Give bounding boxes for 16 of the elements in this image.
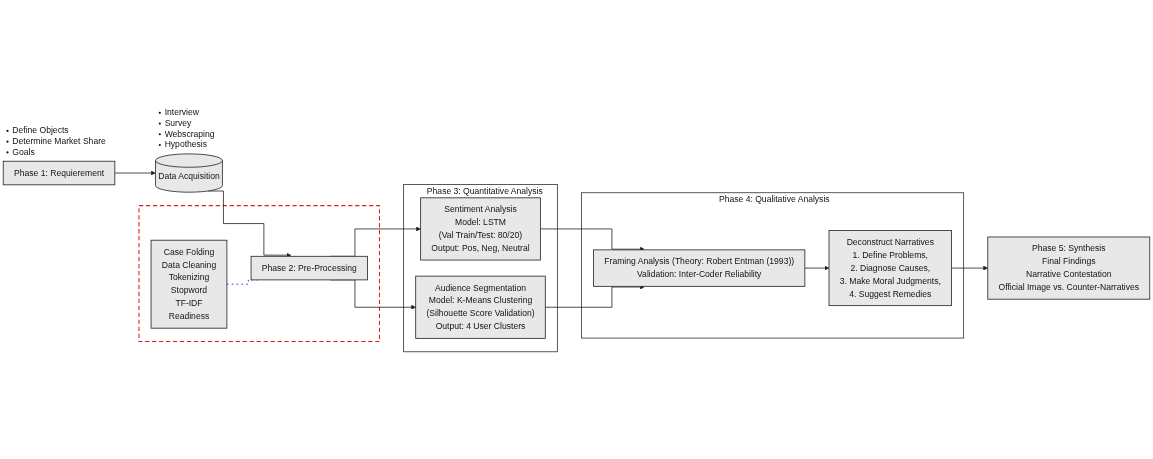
bullet-item: Define Objects bbox=[12, 125, 69, 136]
bullet-item: Hypothesis bbox=[164, 139, 208, 150]
bullet-item: Webscraping bbox=[164, 128, 215, 139]
bullet-item: Survey bbox=[164, 117, 192, 128]
node-box: Audience Segmentation Model: K-Means Clustering (Silhouette Score Validation) Output: 4 User Clusters bbox=[415, 275, 546, 339]
bullet-item: Determine Market Share bbox=[12, 136, 106, 147]
cluster bbox=[138, 205, 381, 343]
node-box: Phase 5: Synthesis Final Findings Narrative Contestation Official Image vs. Counter-Narratives bbox=[987, 236, 1151, 300]
node-box: Deconstruct Narratives 1. Define Problems, 2. Diagnose Causes, 3. Make Moral Judgments, 4. Suggest Remedies bbox=[828, 230, 952, 307]
node-box: Phase 1: Requierement bbox=[2, 160, 116, 186]
node-box: Phase 2: Pre-Processing bbox=[250, 255, 368, 281]
node-box: Sentiment Analysis Model: LSTM (Val Train/Test: 80/20) Output: Pos, Neg, Neutral bbox=[420, 197, 541, 261]
node-box: Framing Analysis (Theory: Robert Entman (1993)) Validation: Inter-Coder Reliability bbox=[593, 249, 806, 287]
node-box: Case Folding Data Cleaning Tokenizing Stopword TF-IDF Readiness bbox=[150, 239, 228, 329]
bullet-item: Goals bbox=[12, 146, 35, 157]
bullet-item: Interview bbox=[164, 107, 199, 118]
